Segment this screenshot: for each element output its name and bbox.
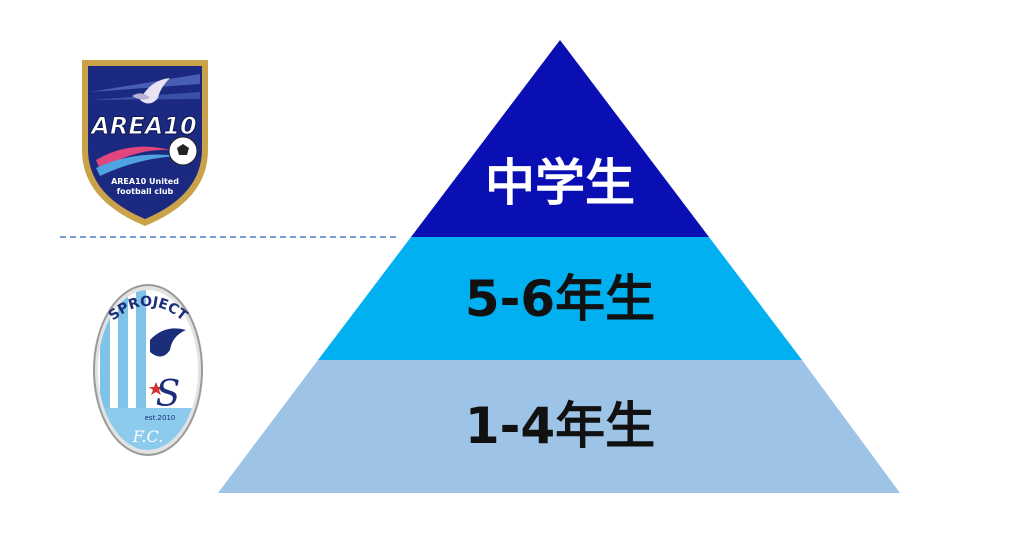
tier-middle xyxy=(318,237,802,360)
sproject-fc: F.C. xyxy=(132,427,163,446)
area10-logo: AREA10 AREA10 United football club xyxy=(82,60,208,226)
area10-subtitle-1: AREA10 United xyxy=(111,177,179,186)
tier-top-label: 中学生 xyxy=(485,154,635,212)
tier-bottom-label: 1-4年生 xyxy=(465,397,655,455)
area10-subtitle-2: football club xyxy=(117,187,174,196)
area10-wordmark: AREA10 xyxy=(89,112,196,140)
tier-bottom xyxy=(218,360,900,493)
tier-middle-label: 5-6年生 xyxy=(465,270,655,328)
sproject-est: est.2010 xyxy=(145,414,176,422)
pyramid: 中学生 5-6年生 1-4年生 xyxy=(218,40,900,493)
sproject-s-mark: S xyxy=(156,374,181,415)
sproject-logo: S SPROJECT est.2010 F.C. xyxy=(93,284,203,456)
tier-top xyxy=(411,40,709,237)
